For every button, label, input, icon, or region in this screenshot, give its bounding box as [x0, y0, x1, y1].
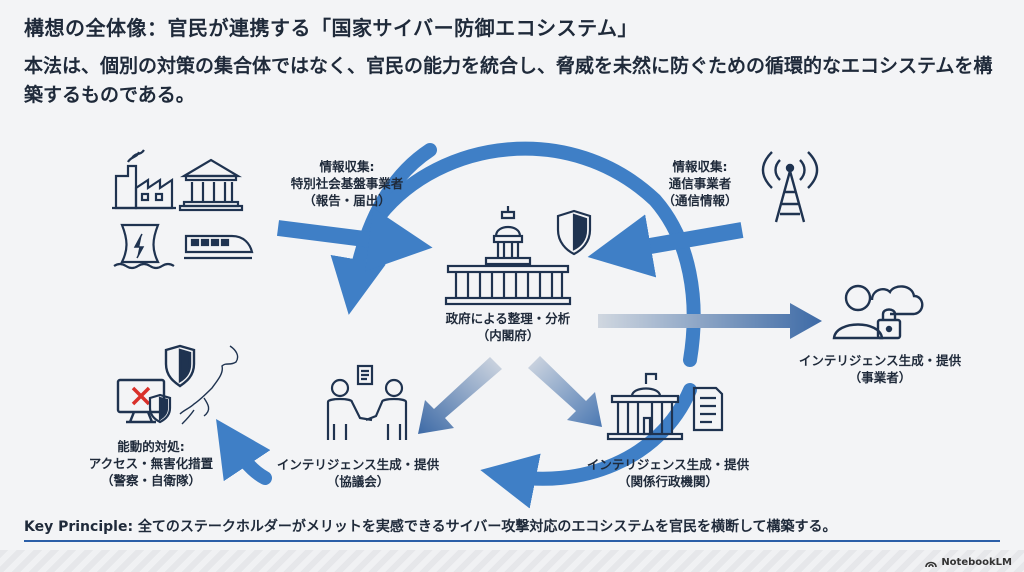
input-arrow-infra	[276, 207, 433, 272]
brand-name: NotebookLM	[941, 557, 1012, 568]
page-subtitle: 本法は、個別の対策の集合体ではなく、官民の能力を統合し、脅威を未然に防ぐための循…	[24, 55, 993, 106]
agency-output-label: インテリジェンス生成・提供 （関係行政機関）	[578, 456, 758, 490]
footer-divider	[24, 540, 1000, 542]
business-output-line1: インテリジェンス生成・提供	[798, 353, 962, 368]
active-defense-line2: アクセス・無害化措置	[88, 456, 214, 471]
notebooklm-logo-icon	[925, 561, 938, 567]
telecom-input-line2: 通信事業者	[668, 176, 732, 191]
factory-icon	[112, 149, 176, 210]
power-plant-icon	[113, 223, 175, 270]
infra-input-line3: （報告・届出）	[303, 193, 391, 208]
council-output-label: インテリジェンス生成・提供 （協議会）	[268, 456, 448, 490]
output-arrow-council	[418, 357, 502, 434]
center-label: 政府による整理・分析 （内閣府）	[428, 310, 588, 344]
shield-icon	[556, 209, 592, 256]
center-line1: 政府による整理・分析	[445, 311, 571, 326]
agency-output-line2: （関係行政機関）	[617, 474, 718, 489]
infra-input-line2: 特別社会基盤事業者	[290, 176, 404, 191]
handshake-icon	[326, 364, 408, 440]
key-principle-text: 全てのステークホルダーがメリットを実感できるサイバー攻撃対応のエコシステムを官民…	[137, 519, 837, 535]
telecom-input-line1: 情報収集:	[672, 159, 728, 174]
agency-building-icon	[606, 372, 684, 441]
infra-input-line1: 情報収集:	[319, 159, 375, 174]
business-output-label: インテリジェンス生成・提供 （事業者）	[790, 352, 970, 386]
agency-output-line1: インテリジェンス生成・提供	[586, 457, 750, 472]
japan-map-icon	[179, 345, 239, 425]
cycle-arrow-left-down	[216, 419, 272, 485]
center-line2: （内閣府）	[476, 328, 540, 343]
active-defense-line1: 能動的対処:	[117, 439, 185, 454]
small-shield-icon	[148, 393, 172, 424]
business-output-line2: （事業者）	[848, 370, 912, 385]
cycle-arrow-top-arc	[373, 141, 701, 367]
council-output-line2: （協議会）	[326, 474, 390, 489]
key-principle: Key Principle: 全てのステークホルダーがメリットを実感できるサイバ…	[24, 516, 837, 536]
telecom-input-label: 情報収集: 通信事業者 （通信情報）	[650, 158, 750, 209]
key-principle-label: Key Principle:	[24, 519, 134, 535]
input-arrow-telecom	[587, 214, 744, 278]
blocked-monitor-icon	[116, 378, 166, 424]
output-arrow-business	[598, 303, 822, 339]
government-building-icon	[444, 206, 572, 306]
brand-badge: NotebookLM	[925, 557, 1012, 568]
active-defense-label: 能動的対処: アクセス・無害化措置 （警察・自衛隊）	[76, 438, 226, 489]
telecom-input-line3: （通信情報）	[662, 193, 738, 208]
page-title: 構想の全体像：官民が連携する「国家サイバー防御エコシステム」	[24, 16, 638, 40]
cycle-arrow-bottom	[480, 383, 697, 509]
document-icon	[692, 386, 724, 432]
large-shield-icon	[164, 344, 196, 388]
train-icon	[184, 234, 254, 260]
user-lock-icon	[832, 284, 924, 340]
radio-tower-icon	[761, 151, 819, 223]
output-arrow-agency	[528, 356, 602, 427]
infra-input-label: 情報収集: 特別社会基盤事業者 （報告・届出）	[272, 158, 422, 209]
footer-stripe	[0, 550, 1024, 572]
active-defense-line3: （警察・自衛隊）	[100, 473, 201, 488]
courthouse-icon	[178, 158, 244, 212]
council-output-line1: インテリジェンス生成・提供	[276, 457, 440, 472]
